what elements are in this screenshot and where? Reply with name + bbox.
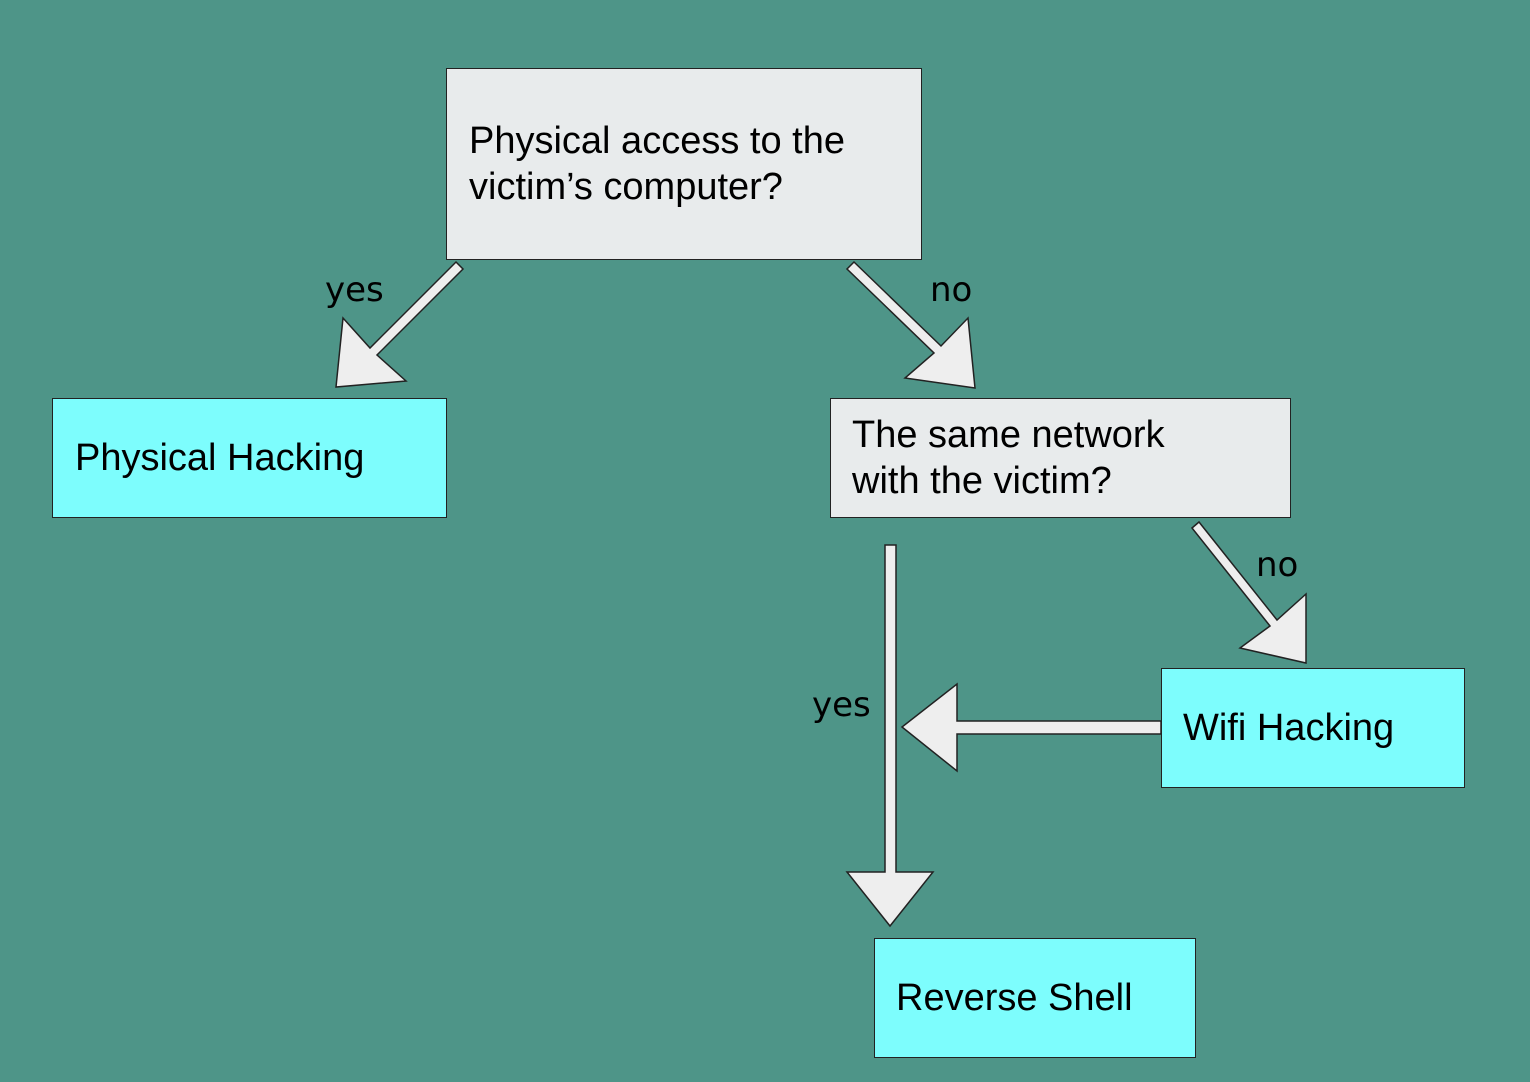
edge-label-yes-reverse-shell: yes [812, 685, 871, 725]
arrow-wifi-to-reverse-shell-path [900, 682, 1162, 773]
outcome-wifi-hacking: Wifi Hacking [1161, 668, 1465, 788]
question-physical-access: Physical access to the victim’s computer… [446, 68, 922, 260]
arrow-yes-to-reverse-shell [845, 544, 935, 928]
outcome-physical-hacking-text: Physical Hacking [75, 437, 365, 479]
outcome-physical-hacking: Physical Hacking [52, 398, 447, 518]
edge-label-no-network: no [930, 270, 973, 310]
question-physical-access-text: Physical access to the victim’s computer… [469, 120, 845, 208]
edge-label-yes-physical: yes [325, 270, 384, 310]
edge-label-no-wifi: no [1256, 545, 1299, 585]
arrow-yes-to-physical-hacking [335, 260, 465, 388]
outcome-reverse-shell: Reverse Shell [874, 938, 1196, 1058]
arrow-no-to-same-network [845, 260, 976, 389]
question-same-network: The same network with the victim? [830, 398, 1291, 518]
question-same-network-text: The same network with the victim? [852, 414, 1165, 502]
outcome-reverse-shell-text: Reverse Shell [896, 977, 1133, 1019]
outcome-wifi-hacking-text: Wifi Hacking [1183, 707, 1395, 749]
arrow-no-to-wifi-hacking [1190, 520, 1307, 664]
